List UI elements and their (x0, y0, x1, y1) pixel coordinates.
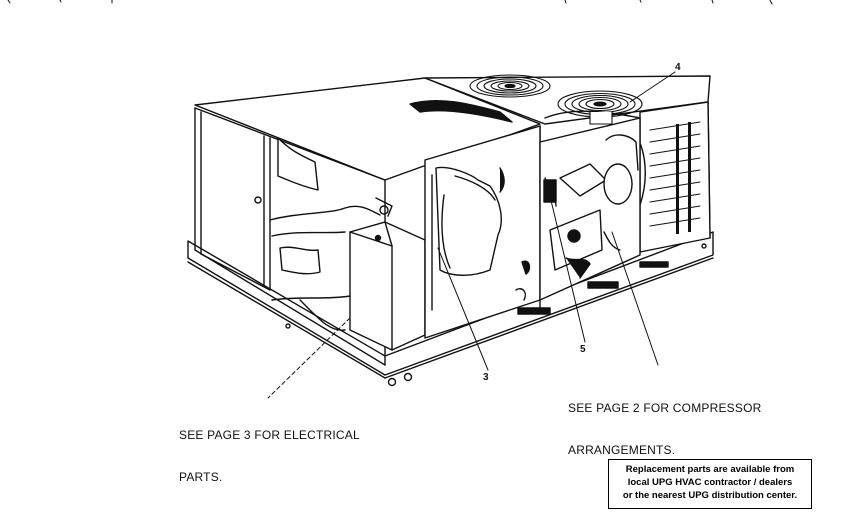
electrical-parts-annotation: SEE PAGE 3 FOR ELECTRICAL PARTS. (179, 400, 360, 498)
condenser-fan-right-icon (557, 90, 643, 125)
electrical-compartment (254, 137, 393, 301)
condenser-fan-left-icon (469, 74, 551, 98)
scan-marks (7, 0, 773, 5)
replacement-parts-note: Replacement parts are available from loc… (608, 459, 812, 509)
callout-4: 4 (675, 62, 681, 73)
compressor-annotation: SEE PAGE 2 FOR COMPRESSOR ARRANGEMENTS. (568, 373, 761, 471)
electrical-annotation-line2: PARTS. (179, 470, 223, 484)
note-line1: Replacement parts are available from (625, 464, 795, 475)
blower-access-panel (424, 125, 541, 339)
compressor-annotation-line1: SEE PAGE 2 FOR COMPRESSOR (568, 401, 762, 415)
note-line3: or the nearest UPG distribution center. (622, 490, 798, 501)
electrical-annotation-line1: SEE PAGE 3 FOR ELECTRICAL (179, 428, 360, 442)
compressor-annotation-line2: ARRANGEMENTS. (568, 443, 676, 457)
leader-lines (267, 71, 676, 399)
base-rail (187, 231, 714, 387)
callout-3: 3 (483, 372, 489, 383)
note-line2: local UPG HVAC contractor / dealers (627, 477, 793, 488)
condenser-coil-panel (627, 101, 711, 253)
compressor-compartment (539, 117, 641, 301)
callout-5: 5 (580, 344, 586, 355)
